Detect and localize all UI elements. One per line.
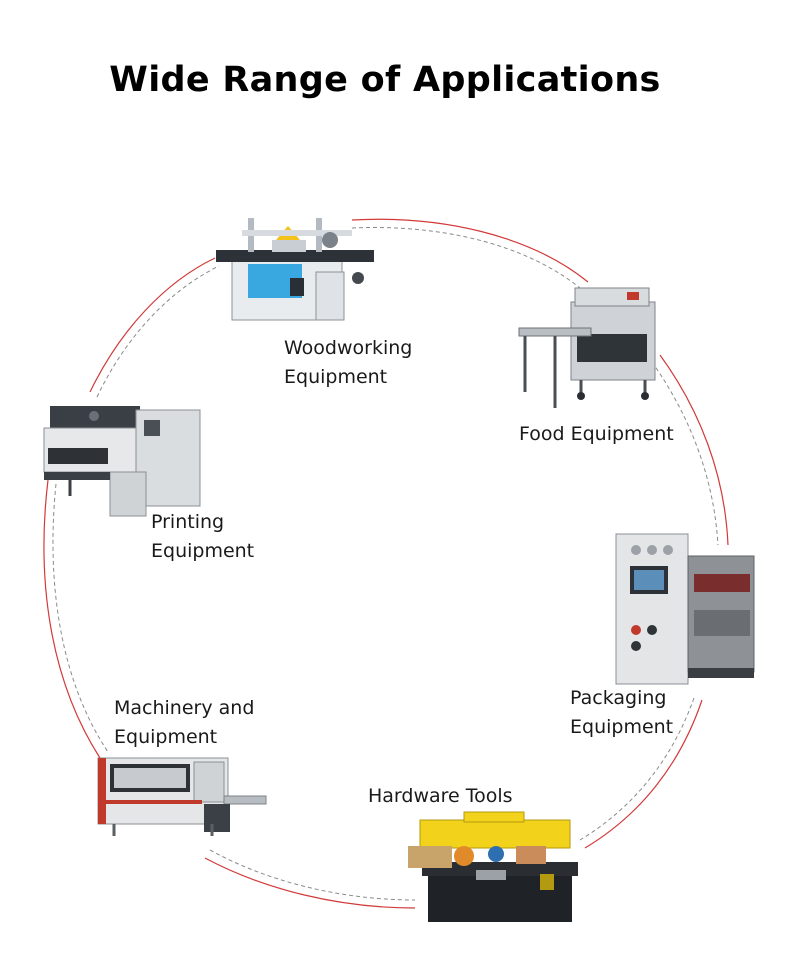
arc-outer-bottom-right [584,699,703,849]
arc-outer-bottom [204,857,416,909]
arc-inner-top-left [96,265,220,398]
arc-inner-right [651,361,719,546]
four-side-moulder-icon [97,757,267,836]
table-saw-icon [216,218,374,321]
arc-outer-top [351,218,589,283]
offset-press-icon [43,406,201,517]
carton-printer-icon [615,533,755,685]
toolbox-icon [408,811,578,922]
arc-inner-top [351,227,581,289]
food-equipment-label: Food Equipment [519,423,674,445]
page-title: Wide Range of Applications [109,60,661,100]
arc-inner-left [52,483,109,753]
arc-inner-bottom-right [579,697,695,841]
hardware-tools-label: Hardware Tools [368,785,513,807]
arc-outer-left [43,479,101,759]
arc-outer-right [659,354,729,546]
arc-outer-top-left [89,257,216,393]
dough-sheeter-icon [518,287,656,408]
arc-inner-bottom [209,849,416,901]
